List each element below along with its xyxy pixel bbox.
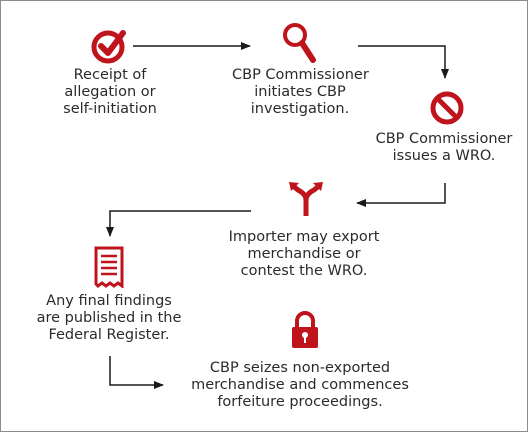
prohibited-icon: [430, 91, 464, 125]
check-circle-icon: [91, 30, 126, 64]
document-icon: [94, 246, 124, 288]
magnifier-icon: [283, 23, 316, 63]
split-arrow-icon: [289, 182, 323, 216]
arrow-importer-to-findings: [106, 210, 251, 237]
padlock-icon: [292, 311, 318, 348]
arrow-investigation-to-wro: [358, 45, 449, 79]
arrow-wro-to-importer: [356, 183, 446, 207]
arrow-findings-to-seizure: [109, 356, 164, 389]
